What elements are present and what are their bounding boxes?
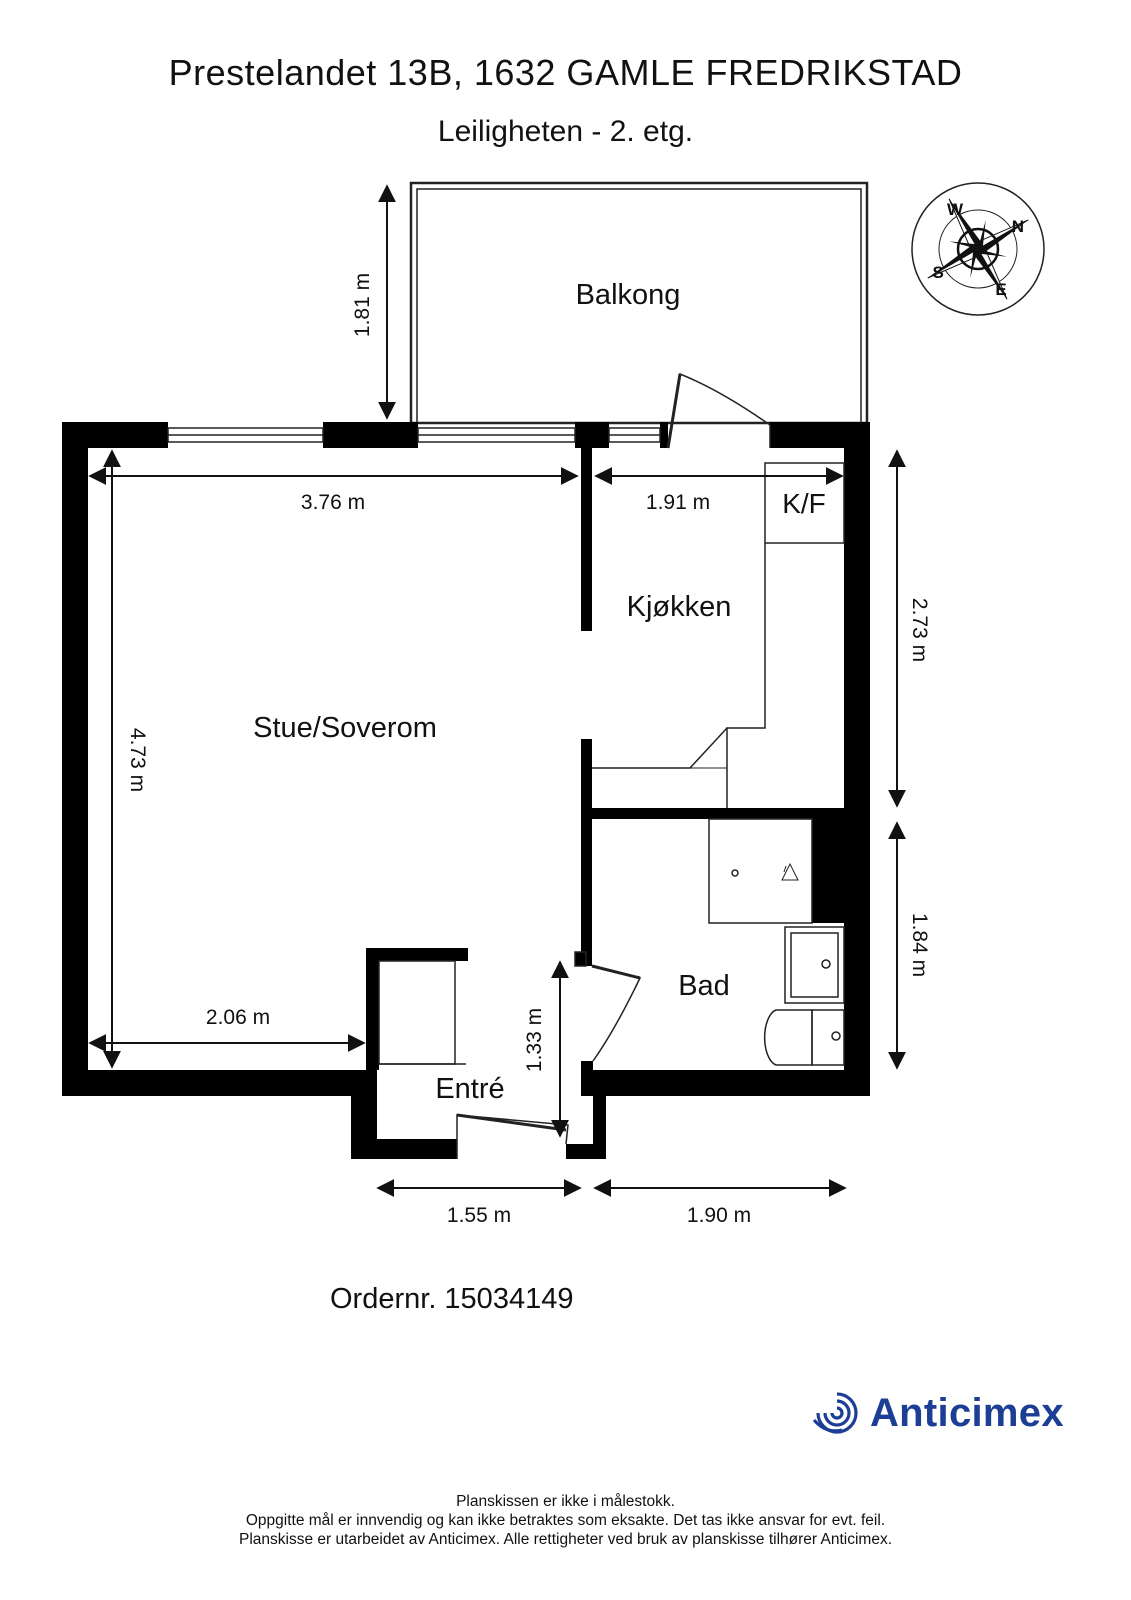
brand-name: Anticimex [870,1390,1064,1435]
compass-letter-s: S [932,263,943,282]
plan-title: Prestelandet 13B, 1632 GAMLE FREDRIKSTAD [168,52,963,93]
room-label-entry: Entré [435,1073,504,1105]
order-number: Ordernr. 15034149 [330,1283,574,1315]
dim-kitchen-depth: 2.73 m [908,598,931,662]
dim-kitchen-width: 1.91 m [646,491,710,514]
dim-bath-depth: 1.84 m [908,913,931,977]
dim-living-depth: 4.73 m [126,728,149,792]
compass-rose-icon: W N E S [911,182,1045,316]
kitchen-counter [592,462,845,808]
room-label-bath: Bad [678,970,730,1002]
balcony [409,181,869,425]
dim-living-width: 3.76 m [301,491,365,514]
exterior-walls [62,422,870,1159]
compass-letter-n: N [1012,217,1024,236]
room-label-balcony: Balkong [576,279,681,311]
dim-bath-width: 1.90 m [687,1204,751,1227]
brand-logo: Anticimex [812,1390,1064,1436]
anticimex-logo-icon [812,1392,858,1434]
compass-letter-w: W [947,200,964,219]
doors [456,372,771,1159]
room-label-kitchen: Kjøkken [627,591,732,623]
dimension-lines [88,184,906,1197]
compass-letter-e: E [995,280,1006,299]
entry-closet [378,960,466,1065]
dim-balcony-depth: 1.81 m [351,273,374,337]
windows [167,427,661,443]
disclaimer-line: Planskisse er utarbeidet av Anticimex. A… [238,1531,892,1548]
dim-entry-width: 1.55 m [447,1204,511,1227]
bath-fixtures [708,818,845,1066]
floor-subtitle: Leiligheten - 2. etg. [437,115,694,148]
room-label-living: Stue/Soverom [253,712,437,744]
disclaimer: Planskissen er ikke i målestokk. Oppgitt… [0,1492,1131,1549]
disclaimer-line: Planskissen er ikke i målestokk. [456,1493,675,1510]
disclaimer-line: Oppgitte mål er innvendig og kan ikke be… [245,1512,886,1529]
dim-living-lower-width: 2.06 m [206,1006,270,1029]
fridge-label: K/F [782,488,826,519]
dim-entry-depth: 1.33 m [523,1008,546,1072]
